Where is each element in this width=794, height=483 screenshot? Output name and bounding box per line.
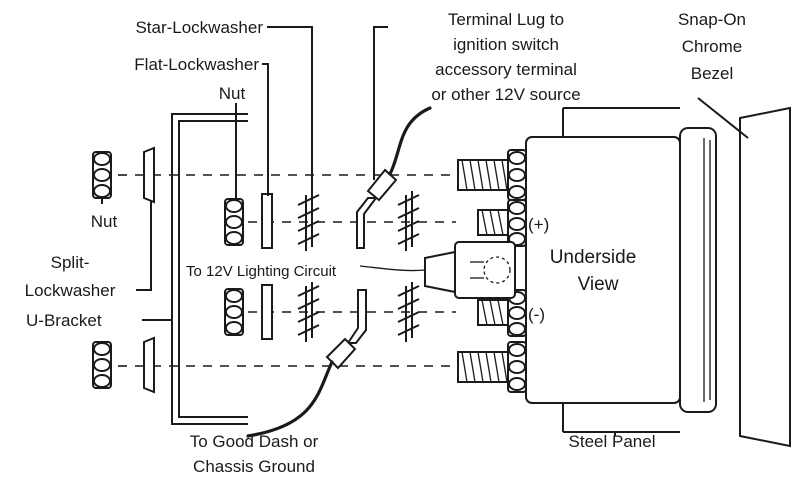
- flat-lockwasher-top: [261, 193, 273, 249]
- steel-panel-label: Steel Panel: [569, 432, 656, 451]
- bezel-label-line-3: Bezel: [691, 64, 734, 83]
- star-lockwasher-3: [397, 191, 420, 251]
- ground-label-line-2: Chassis Ground: [193, 457, 315, 476]
- positive-terminal-label: (+): [528, 215, 549, 234]
- ground-terminal-lug: [246, 289, 367, 438]
- star-lockwasher-2: [297, 282, 320, 342]
- underside-view-label-line-1: Underside: [550, 247, 637, 268]
- inner-nut-bottom: [224, 288, 244, 336]
- star-lockwasher-label: Star-Lockwasher: [135, 18, 263, 37]
- assembly-axis-lines: [118, 174, 456, 367]
- bezel-label-line-2: Chrome: [682, 37, 742, 56]
- star-lockwasher-1: [297, 191, 320, 251]
- leader-lines: [101, 26, 749, 436]
- chrome-bezel: [739, 106, 791, 448]
- terminal-lug-label-line-4: or other 12V source: [431, 85, 580, 104]
- gauge-nut-column-top: [507, 149, 527, 201]
- split-lockwasher-label-line-1: Split-: [51, 253, 90, 272]
- outer-nut-bottom: [92, 341, 112, 389]
- split-lockwasher-label-line-2: Lockwasher: [25, 281, 116, 300]
- gauge-nut-column-bottom: [507, 341, 527, 393]
- terminal-lug-label-line-2: ignition switch: [453, 35, 559, 54]
- inner-nut-top: [224, 198, 244, 246]
- ground-label-line-1: To Good Dash or: [190, 432, 319, 451]
- stud-top: [457, 159, 509, 191]
- gauge-body: [525, 136, 681, 404]
- outer-nut-top: [92, 151, 112, 199]
- steel-panel: [562, 107, 680, 433]
- negative-terminal-label: (-): [528, 305, 545, 324]
- light-bulb-socket: [359, 241, 516, 299]
- u-bracket: [171, 113, 248, 425]
- split-lockwasher-top: [143, 146, 155, 204]
- stud-positive: [477, 209, 509, 236]
- flat-lockwasher-bottom: [261, 284, 273, 340]
- stud-bottom: [457, 351, 509, 383]
- nut-top-label: Nut: [219, 84, 246, 103]
- underside-view-label-line-2: View: [578, 274, 619, 295]
- flat-lockwasher-label: Flat-Lockwasher: [134, 55, 259, 74]
- terminal-lug-label-line-1: Terminal Lug to: [448, 10, 564, 29]
- lighting-circuit-label: To 12V Lighting Circuit: [186, 263, 337, 280]
- u-bracket-label: U-Bracket: [26, 311, 102, 330]
- terminal-lug-label-line-3: accessory terminal: [435, 60, 577, 79]
- split-lockwasher-bottom: [143, 336, 155, 394]
- power-terminal-lug: [356, 106, 432, 249]
- gauge-nut-column-negative: [507, 289, 527, 337]
- stud-negative: [477, 299, 509, 326]
- star-lockwasher-4: [397, 282, 420, 342]
- gauge-flange: [679, 127, 717, 413]
- bezel-label-line-1: Snap-On: [678, 10, 746, 29]
- nut-left-label: Nut: [91, 212, 118, 231]
- gauge-nut-column-positive: [507, 199, 527, 247]
